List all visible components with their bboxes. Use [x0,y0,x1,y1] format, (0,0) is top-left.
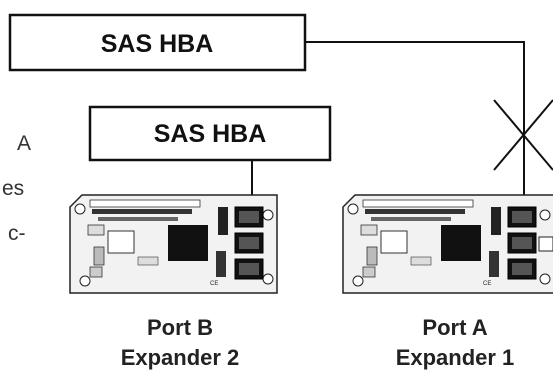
expander-2-name-label: Expander 2 [121,345,240,370]
expander-2-port-label: Port B [147,315,213,340]
expander-board-1: CE [342,194,553,294]
sas-hba-bottom: SAS HBA [88,105,332,162]
side-text-line-3: c- [8,222,26,245]
expander-board-2: CE [69,194,278,294]
side-text-line-2: es [2,177,24,200]
sas-hba-top-label: SAS HBA [101,30,214,58]
sas-hba-top: SAS HBA [8,13,307,72]
expander-1-port-label: Port A [422,315,487,340]
top-hba-to-expander1-link [305,41,529,207]
expander-2-ce-mark: CE [210,281,218,287]
expander-1-ce-mark: CE [483,281,491,287]
x-cross-icon [493,99,553,171]
expander-1-name-label: Expander 1 [396,345,515,370]
sas-hba-bottom-label: SAS HBA [154,120,267,148]
side-text-line-1: A [17,132,31,155]
